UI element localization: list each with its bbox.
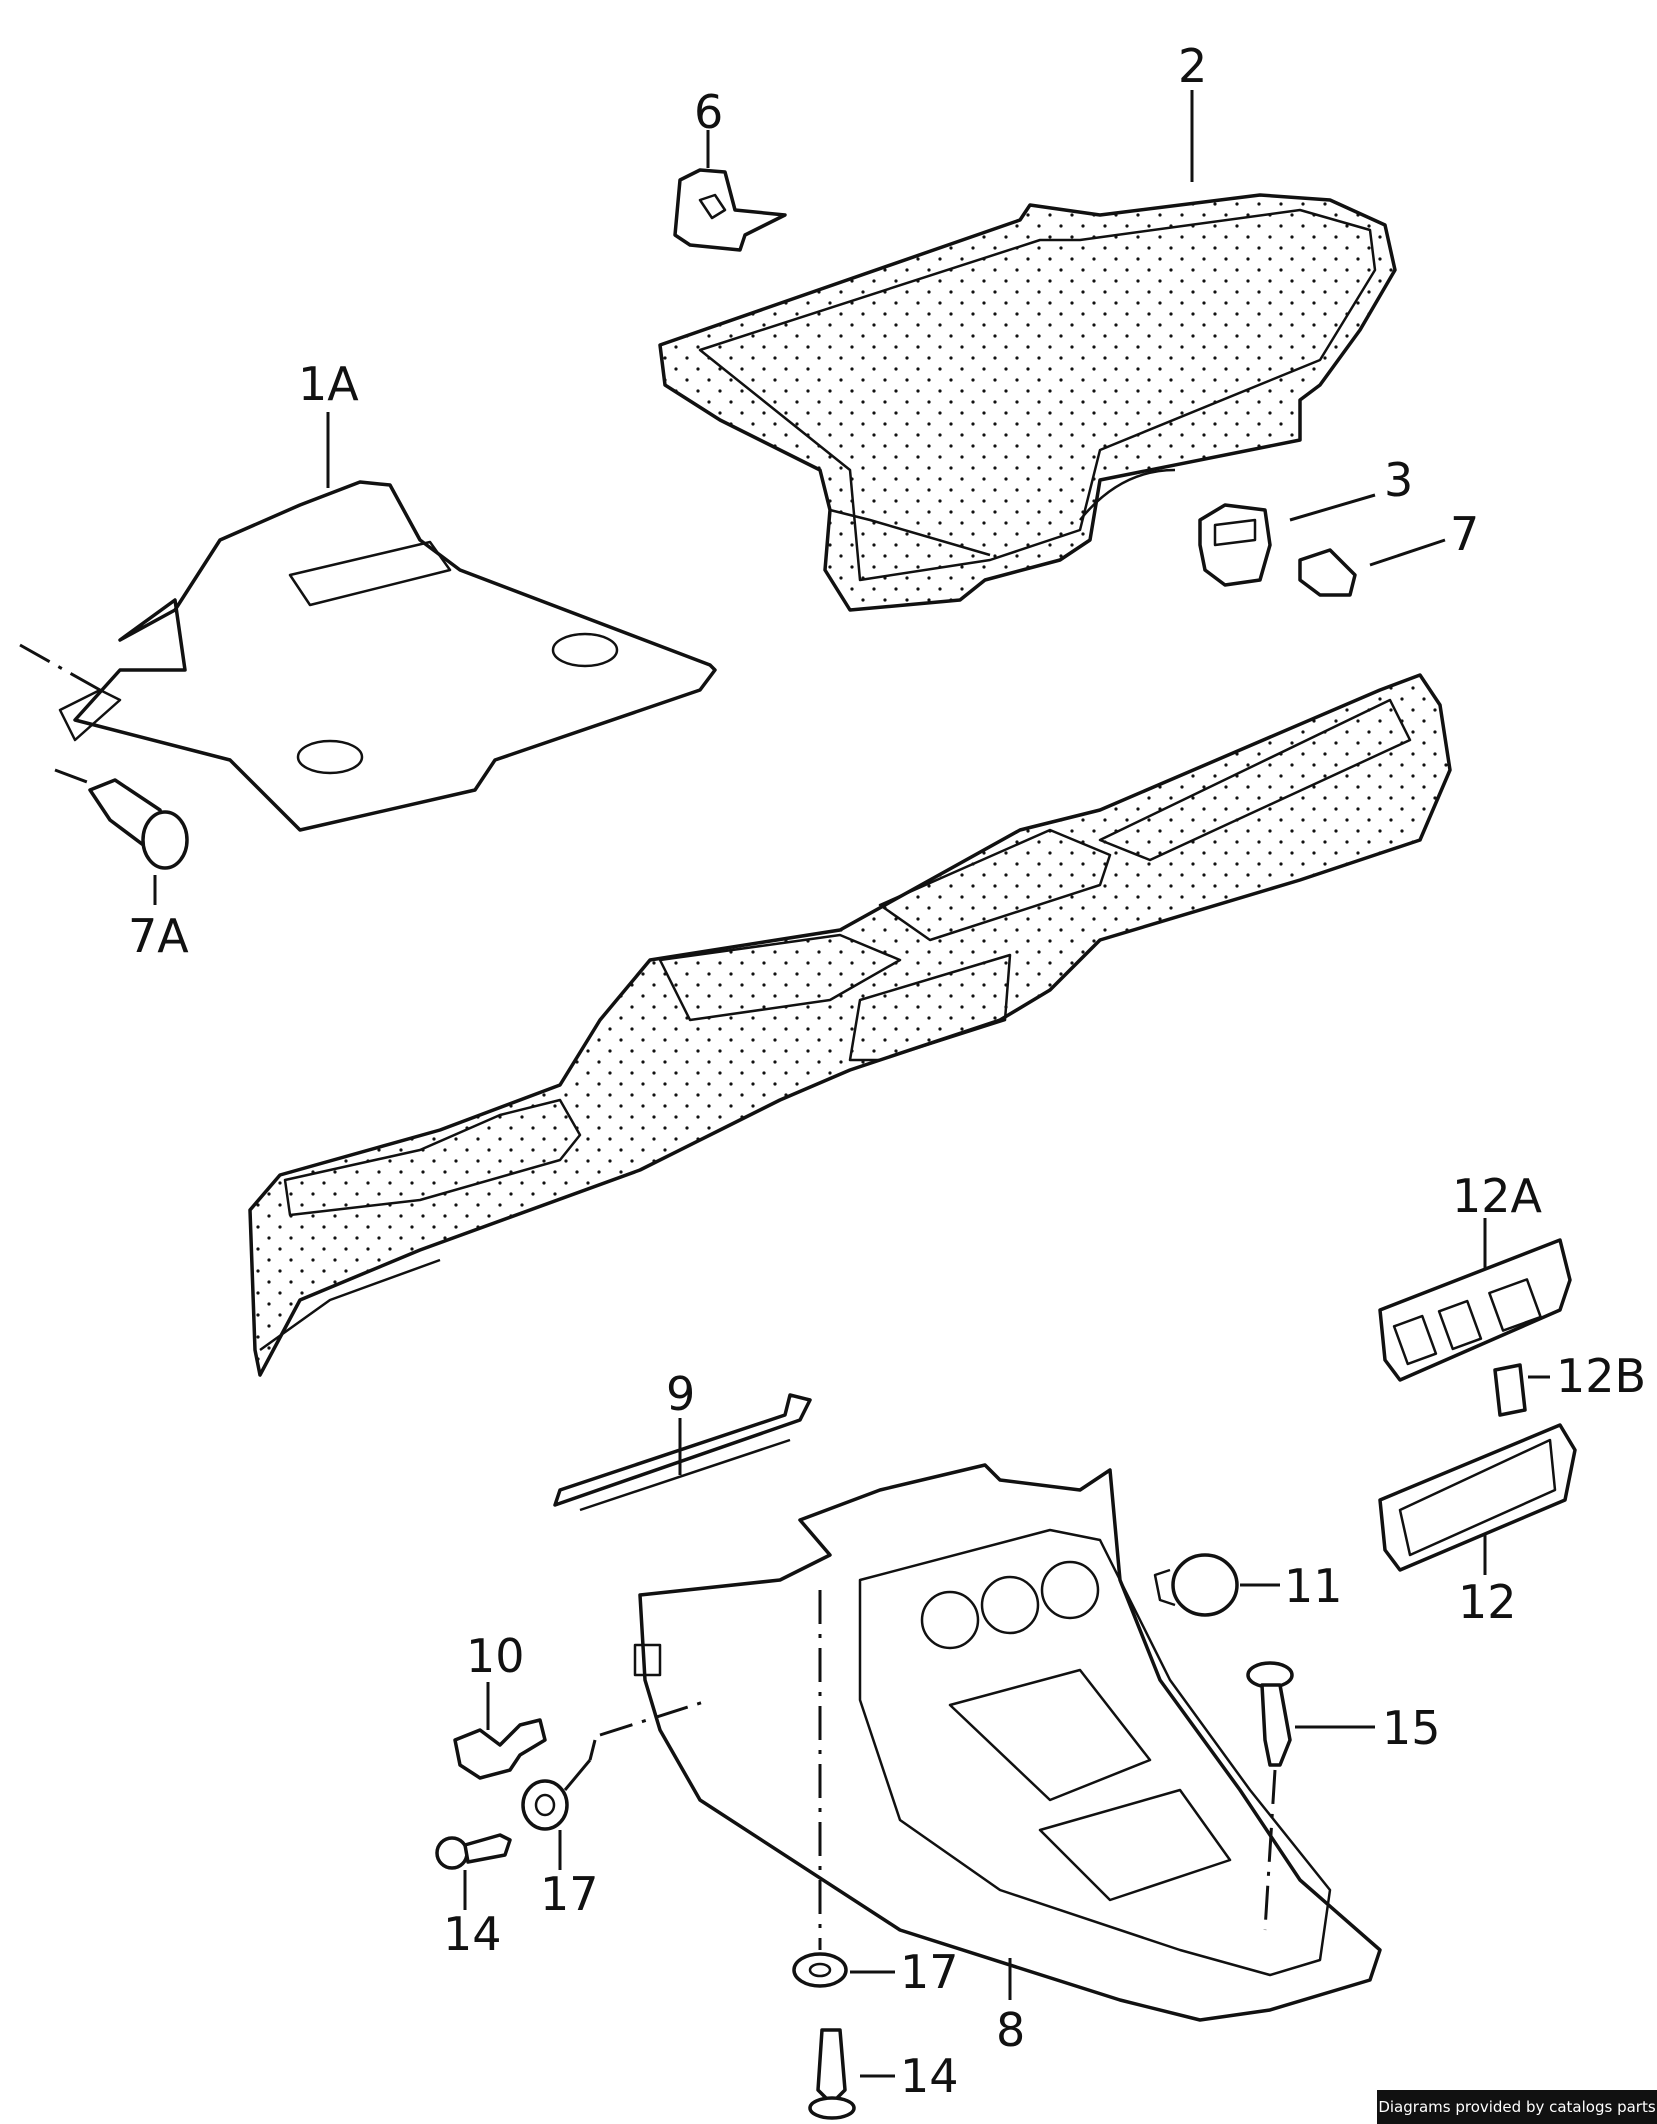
part-14-screw-bottom [808,2028,856,2120]
part-17-washer-left [521,1779,569,1831]
label-part-1a: 1A [298,357,359,411]
part-1a-plate [58,480,717,832]
part-6-clip [673,168,787,252]
part-9-strip-bracket [553,1393,812,1512]
label-part-7: 7 [1450,507,1479,561]
label-part-15: 15 [1382,1701,1441,1755]
part-10-bulb-holder [453,1718,547,1780]
label-part-6: 6 [694,85,723,139]
alignment-line-7a [54,768,96,787]
alignment-line-console-hole [599,1698,711,1737]
part-15-screw [1246,1661,1294,1767]
part-7a-push-rivet [88,778,189,870]
label-part-17b: 17 [900,1945,959,1999]
part-17-washer-bottom [792,1952,848,1988]
label-part-3: 3 [1384,453,1413,507]
label-part-8: 8 [996,2003,1025,2057]
label-part-12: 12 [1458,1575,1517,1629]
label-part-10: 10 [466,1629,525,1683]
part-3-bracket [1198,503,1272,587]
footer-credit-badge: Diagrams provided by catalogs parts [1377,2090,1657,2124]
alignment-line-screw-15 [1263,1769,1277,1931]
label-part-14b: 14 [900,2049,959,2103]
label-part-12b: 12B [1556,1349,1646,1403]
label-part-9: 9 [666,1367,695,1421]
part-12-switch-panel [1378,1423,1577,1572]
alignment-line-washer-17b [588,1739,597,1761]
part-8-center-console [633,1463,1382,2022]
leader-3 [1289,493,1376,522]
part-12a-switch-panel [1378,1238,1572,1382]
dashboard-shell [248,673,1452,1377]
part-7-clip [1298,548,1357,597]
alignment-line-1a [19,643,101,692]
part-11-round-knob [1153,1553,1239,1617]
part-2-tray-cover [658,193,1397,612]
label-part-11: 11 [1284,1559,1343,1613]
label-part-7a: 7A [128,909,189,963]
label-part-14a: 14 [443,1907,502,1961]
part-14-screw-left [435,1833,512,1870]
leader-7 [1369,538,1446,567]
part-12b-switch [1493,1363,1527,1417]
alignment-line-washer-17 [563,1759,592,1791]
label-part-12a: 12A [1452,1169,1543,1223]
label-part-17a: 17 [540,1867,599,1921]
label-part-2: 2 [1178,39,1207,93]
